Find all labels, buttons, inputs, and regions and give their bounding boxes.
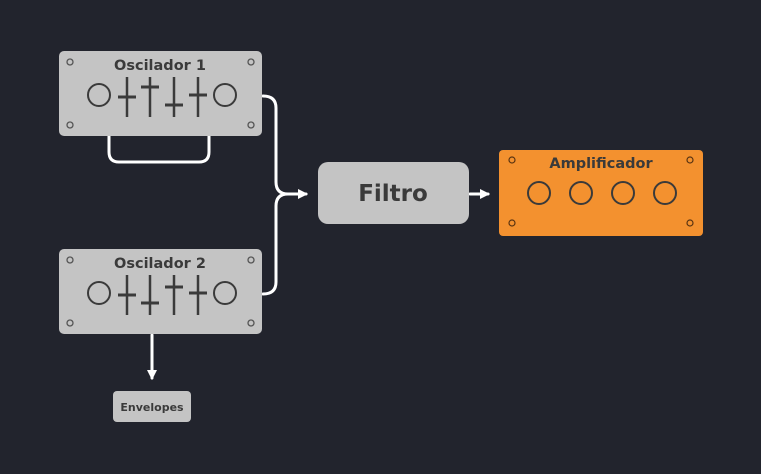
node-osc2: Oscilador 2 [59, 249, 262, 334]
screw-icon [247, 319, 255, 327]
node-osc1: Oscilador 1 [59, 51, 262, 136]
node-envelopes: Envelopes [113, 391, 191, 422]
screw-icon [508, 219, 516, 227]
screw-icon [247, 256, 255, 264]
knob-icon [611, 181, 635, 205]
knob-icon [87, 83, 111, 107]
node-label: Filtro [358, 181, 428, 207]
knob-icon [527, 181, 551, 205]
screw-icon [66, 58, 74, 66]
knob-icon [87, 281, 111, 305]
node-label: Amplificador [549, 156, 653, 172]
osc1-feedback-loop [107, 134, 211, 164]
node-label: Oscilador 2 [114, 256, 206, 272]
knob-icon [213, 83, 237, 107]
knob-icon [653, 181, 677, 205]
knob-icon [213, 281, 237, 305]
screw-icon [247, 121, 255, 129]
screw-icon [66, 256, 74, 264]
node-filter: Filtro [318, 162, 469, 224]
edge-osc2-filter [261, 192, 290, 296]
screw-icon [508, 156, 516, 164]
screw-icon [66, 319, 74, 327]
node-amp: Amplificador [499, 150, 703, 236]
node-label: Envelopes [120, 401, 184, 414]
screw-icon [247, 58, 255, 66]
screw-icon [66, 121, 74, 129]
node-label: Oscilador 1 [114, 58, 206, 74]
screw-icon [686, 156, 694, 164]
edge-osc1-filter [261, 94, 308, 199]
knob-icon [569, 181, 593, 205]
screw-icon [686, 219, 694, 227]
